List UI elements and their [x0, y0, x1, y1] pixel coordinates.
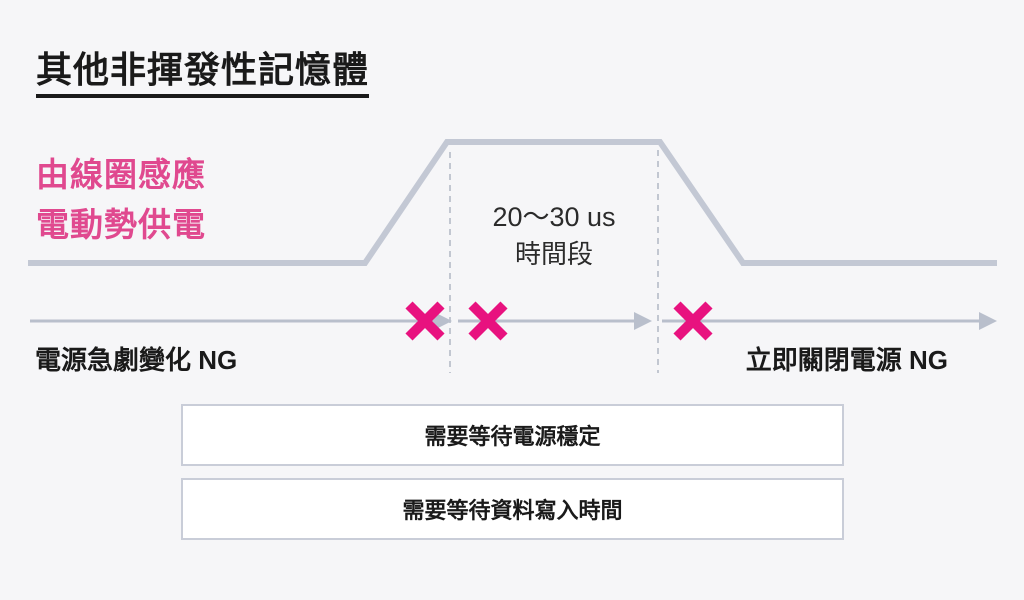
note-box-write-time: 需要等待資料寫入時間 — [181, 478, 844, 540]
arrow-right-icon — [979, 312, 997, 330]
x-cross-icon — [468, 301, 508, 341]
left-ng-label: 電源急劇變化 NG — [35, 345, 238, 375]
note-box-power-stable-text: 需要等待電源穩定 — [424, 424, 601, 449]
x-cross-icon — [405, 301, 445, 341]
pulse-duration-unit: 時間段 — [514, 239, 593, 269]
arrow-right-icon — [634, 312, 652, 330]
voltage-waveform — [28, 139, 997, 266]
note-box-power-stable: 需要等待電源穩定 — [181, 404, 844, 466]
pulse-duration-label: 20〜30 us 時間段 — [450, 199, 658, 273]
arrow-right-icon — [434, 312, 452, 330]
timeline-axis — [30, 312, 997, 330]
x-cross-icon — [673, 301, 713, 341]
note-box-write-time-text: 需要等待資料寫入時間 — [402, 498, 623, 523]
coil-power-label: 由線圈感應 電動勢供電 — [36, 150, 206, 250]
coil-power-label-line2: 電動勢供電 — [36, 206, 206, 243]
right-ng-label: 立即關閉電源 NG — [745, 345, 948, 375]
pulse-duration-value: 20〜30 us — [492, 202, 616, 232]
page-title: 其他非揮發性記憶體 — [36, 51, 370, 98]
coil-power-label-line1: 由線圈感應 — [36, 156, 206, 193]
